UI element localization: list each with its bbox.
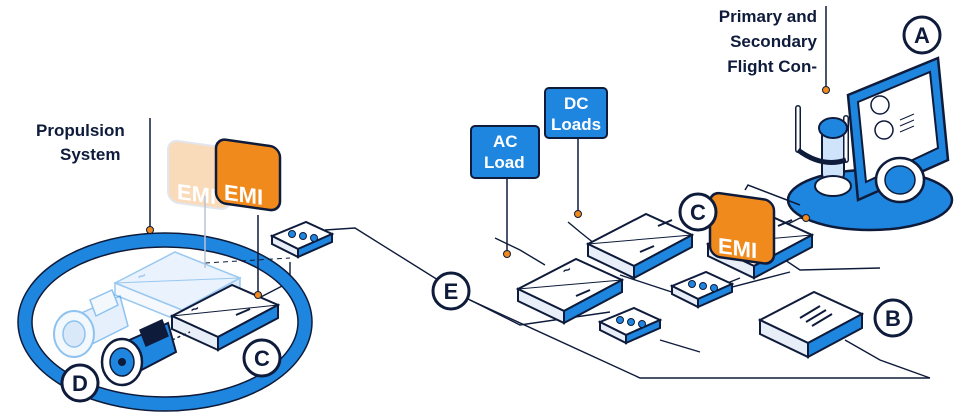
marker-d: D [60, 363, 100, 403]
storage-unit [757, 290, 865, 359]
marker-d-label: D [72, 371, 88, 396]
marker-c-center-label: C [690, 200, 706, 225]
flight-controls-group: EMI Primary and Secondary Flight Con- [708, 6, 954, 265]
flight-label-line1: Primary and [719, 7, 817, 26]
marker-e-label: E [444, 279, 459, 304]
distribution-group: ~ [470, 87, 865, 359]
converter-ac: ~ [515, 257, 625, 325]
marker-c-propulsion: C [242, 338, 282, 378]
turbine-engine-front [100, 318, 191, 387]
flight-label-line2: Secondary [730, 32, 817, 51]
connector-box-center [669, 270, 735, 309]
marker-b: B [873, 298, 913, 338]
marker-a: A [902, 15, 942, 55]
marker-a-label: A [914, 23, 930, 48]
emi-propulsion-label: EMI [224, 180, 263, 210]
control-yoke [795, 105, 852, 197]
ac-load-line1: AC [493, 132, 518, 151]
ac-load-line2: Load [484, 153, 525, 172]
emi-balloon-propulsion: EMI [214, 138, 282, 212]
dc-loads-line2: Loads [551, 115, 601, 134]
ac-load-tag: AC Load [470, 125, 540, 179]
propulsion-group: ~ ~ [17, 118, 335, 412]
emi-balloon-ghost: EMI [167, 139, 231, 211]
turbine-engine-rear [53, 288, 129, 358]
propulsion-ring [18, 233, 312, 411]
emi-ghost-label: EMI [177, 179, 216, 209]
marker-b-label: B [885, 306, 901, 331]
propulsion-label: Propulsion System [36, 121, 125, 164]
marker-c-propulsion-label: C [254, 346, 270, 371]
propulsion-label-line1: Propulsion [36, 121, 125, 140]
connector-box-propulsion [269, 220, 335, 259]
connector-box-lower [597, 306, 663, 345]
propulsion-label-line2: System [60, 145, 120, 164]
instrument-panel [846, 56, 950, 202]
marker-e: E [431, 271, 471, 311]
dc-loads-line1: DC [564, 94, 589, 113]
flight-controls-label: Primary and Secondary Flight Con- [719, 7, 818, 76]
marker-c-center: C [678, 192, 718, 232]
dc-loads-tag: DC Loads [544, 87, 608, 139]
converter-dc [585, 212, 695, 280]
emi-balloon-flight: EMI [708, 191, 776, 265]
flight-label-line3: Flight Con- [727, 57, 817, 76]
converter-propulsion: ~ [169, 283, 281, 352]
emi-flight-label: EMI [718, 233, 757, 263]
